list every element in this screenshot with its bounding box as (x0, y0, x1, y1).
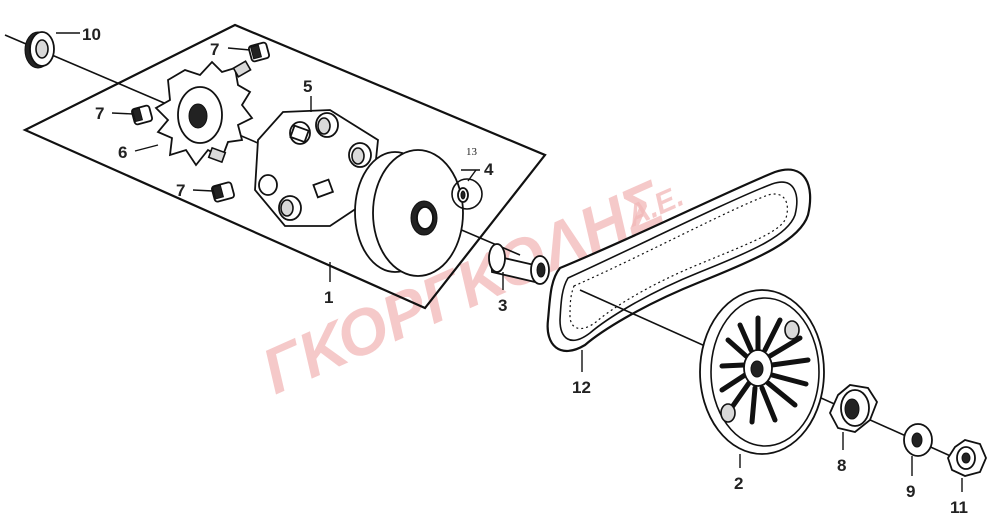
callout-13: 13 (466, 146, 478, 158)
slider-bottom (211, 181, 235, 203)
roller-set (258, 112, 372, 221)
drive-pulley-part-1 (354, 149, 464, 277)
washer-part-9 (903, 423, 933, 457)
callout-7-bottom: 7 (176, 181, 185, 200)
callout-4: 4 (484, 160, 494, 179)
leader-lines (56, 32, 963, 492)
o-ring-part-13 (451, 178, 483, 210)
drive-belt-part-12 (546, 168, 812, 352)
callout-12: 12 (572, 378, 591, 397)
slider-left (131, 104, 153, 126)
drive-face-assembly-outline (22, 23, 547, 310)
pulley-fins (719, 315, 811, 425)
collar-part-3 (488, 243, 550, 285)
slider-pieces-part-7 (131, 41, 270, 203)
nut-part-11 (947, 439, 987, 477)
callout-10: 10 (82, 25, 101, 44)
callout-6: 6 (118, 143, 127, 162)
drive-face-part-5 (254, 109, 379, 227)
clutch-nut-part-8 (828, 384, 879, 433)
callout-5: 5 (303, 77, 312, 96)
callout-7-left: 7 (95, 104, 104, 123)
callout-9: 9 (906, 482, 915, 501)
callout-labels: 10 7 7 6 7 5 13 4 1 3 12 2 8 9 11 (82, 25, 968, 517)
oil-seal-part-10 (24, 31, 55, 69)
callout-7-top: 7 (210, 40, 219, 59)
driven-pulley-part-2 (699, 289, 825, 455)
callout-1: 1 (324, 288, 333, 307)
callout-8: 8 (837, 456, 846, 475)
callout-2: 2 (734, 474, 743, 493)
ramp-plate-part-6 (154, 60, 254, 167)
callout-3: 3 (498, 296, 507, 315)
slider-top (248, 41, 270, 63)
callout-11: 11 (950, 498, 968, 517)
